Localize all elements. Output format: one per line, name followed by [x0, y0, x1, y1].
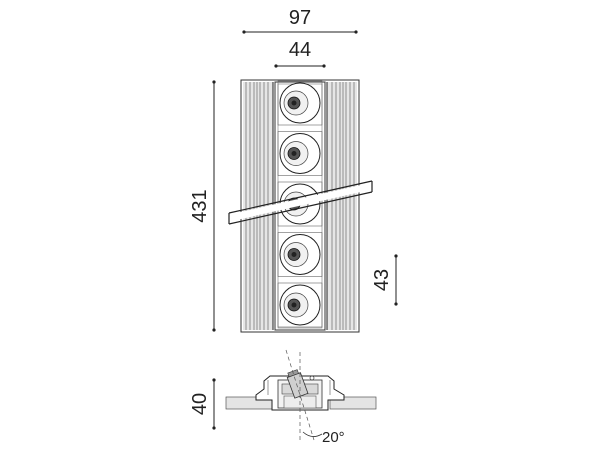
dim-label-module-pitch: 43 — [371, 269, 393, 291]
lamp-module — [277, 232, 323, 277]
width-dimension-97: 97 — [242, 7, 358, 34]
depth-dimension-40: 40 — [189, 378, 216, 430]
luminaire-section-view: 20° — [225, 349, 377, 446]
lamp-module — [277, 282, 323, 328]
lamp-module — [277, 80, 323, 126]
dim-label-overall-width: 97 — [289, 7, 311, 29]
dim-label-overall-length: 431 — [189, 189, 211, 222]
dim-label-recessed-depth: 40 — [189, 393, 211, 415]
break-line — [228, 180, 373, 225]
lamp-modules — [277, 80, 323, 328]
width-dimension-44: 44 — [274, 39, 326, 68]
lamp-module — [277, 131, 323, 176]
luminaire-top-view — [228, 79, 373, 333]
pitch-dimension-43: 43 — [371, 254, 398, 306]
length-dimension-431: 431 — [189, 80, 216, 332]
dim-label-tilt-angle: 20° — [322, 429, 345, 446]
dim-label-inner-width: 44 — [289, 39, 311, 61]
right-trim-ribs — [326, 82, 357, 330]
